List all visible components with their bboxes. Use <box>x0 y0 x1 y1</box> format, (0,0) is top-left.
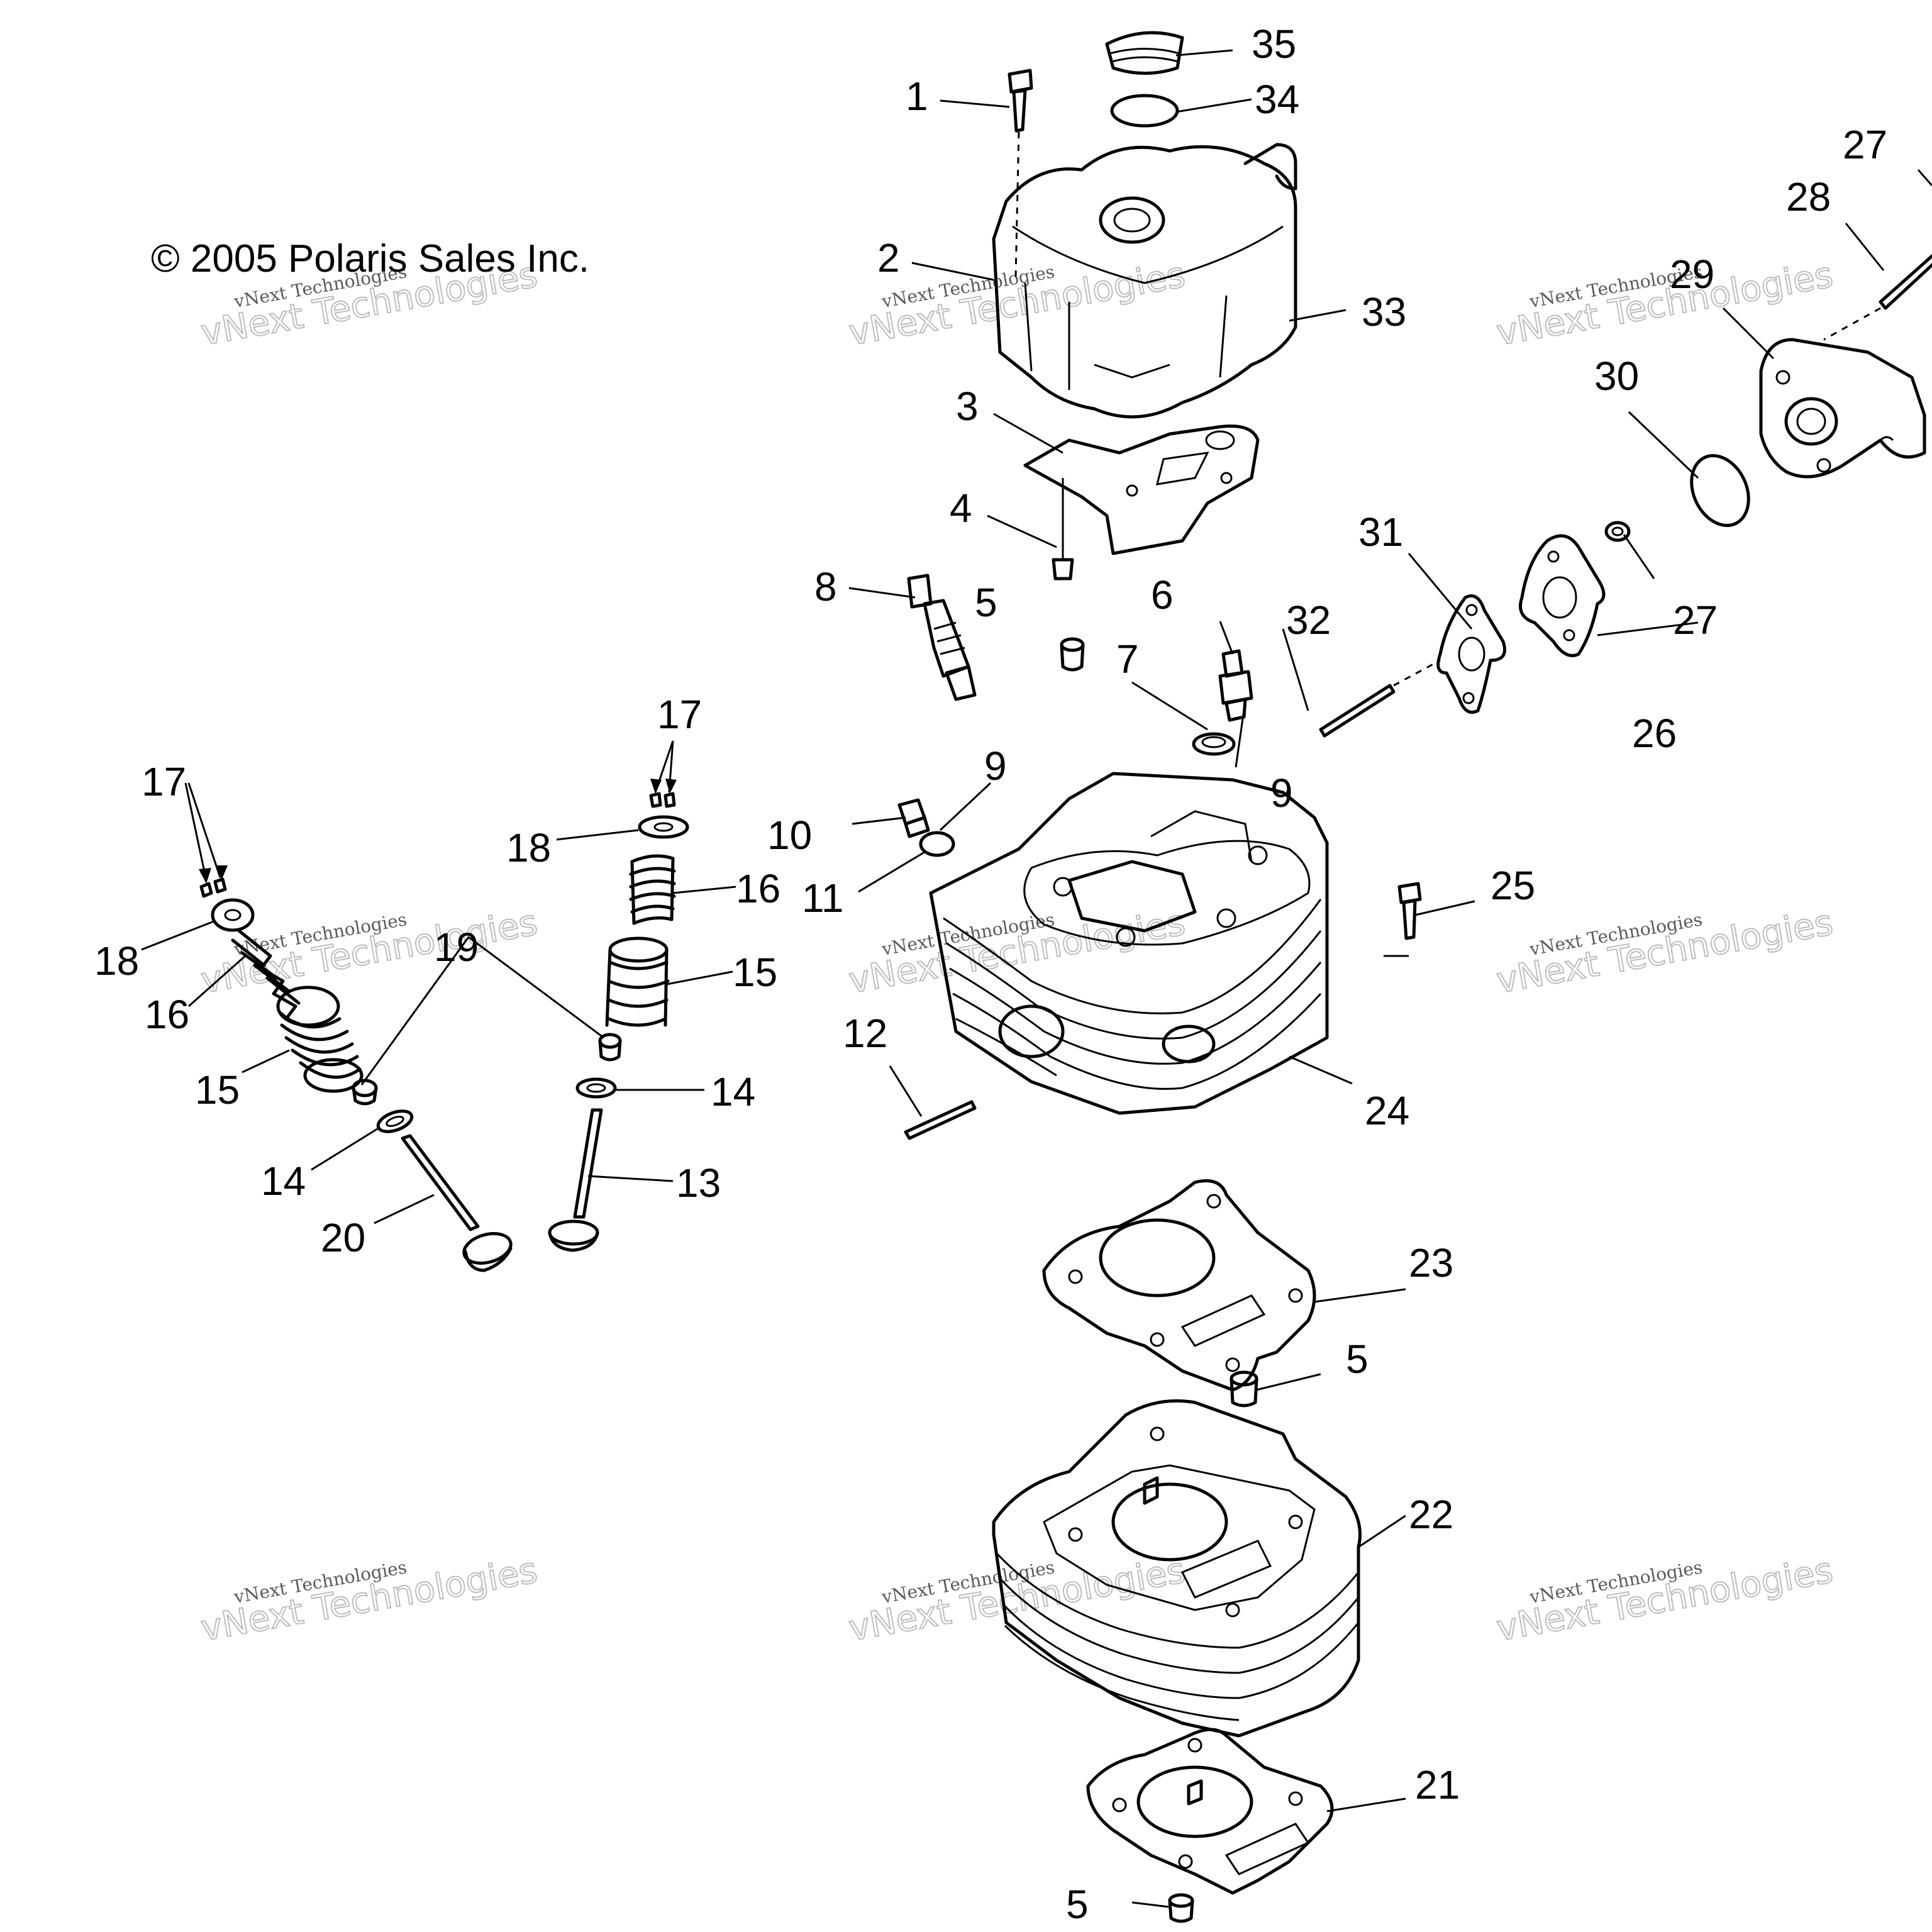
part-intake-valve <box>548 1108 603 1252</box>
watermark: vNext Technologies vNext Technologies <box>1493 1550 1836 1650</box>
part-valve-stem-seal <box>598 1033 622 1062</box>
part-sealing-washer <box>1192 732 1236 756</box>
callout-29: 29 <box>1670 252 1714 297</box>
part-exhaust-valve <box>401 1134 513 1272</box>
part-nut <box>1604 521 1631 542</box>
part-o-ring <box>919 831 955 857</box>
callout-31: 31 <box>1358 509 1403 555</box>
callout-14: 14 <box>711 1069 755 1114</box>
arrowheads <box>199 779 677 884</box>
callout-34: 34 <box>1255 77 1299 122</box>
part-valve-spring-seat <box>575 1077 617 1099</box>
callout-26: 26 <box>1632 711 1677 756</box>
part-spring-retainer <box>211 898 255 932</box>
callout-5: 5 <box>975 580 997 625</box>
callout-1: 1 <box>906 74 928 119</box>
part-fitting <box>1218 649 1253 722</box>
part-head-gasket <box>1042 1179 1316 1392</box>
part-base-gasket <box>1086 1728 1334 1895</box>
callout-17: 17 <box>142 759 186 804</box>
part-bolt <box>1384 882 1422 957</box>
callout-35: 35 <box>1252 21 1296 67</box>
callout-23: 23 <box>1409 1240 1453 1285</box>
callout-30: 30 <box>1594 353 1639 399</box>
callout-15: 15 <box>195 1067 240 1113</box>
callouts: 35 34 1 2 33 3 4 8 5 6 7 9 9 10 11 12 24… <box>94 21 1887 1927</box>
callout-28: 28 <box>1786 174 1831 219</box>
callout-25: 25 <box>1491 863 1535 908</box>
callout-16: 16 <box>145 992 189 1037</box>
callout-24: 24 <box>1365 1088 1409 1133</box>
callout-15: 15 <box>733 950 777 995</box>
callout-11: 11 <box>802 875 843 921</box>
part-stud <box>904 1100 977 1140</box>
watermark: vNext Technologies vNext Technologies <box>1493 902 1836 1002</box>
callout-9: 9 <box>984 743 1007 789</box>
leader-lines <box>141 49 1932 1908</box>
parts <box>199 31 1932 1923</box>
part-valve-keepers <box>649 792 676 808</box>
part-stud <box>1319 659 1441 738</box>
part-stud <box>1823 253 1932 341</box>
callout-18: 18 <box>94 938 139 984</box>
callout-2: 2 <box>877 235 900 280</box>
watermark: vNext Technologies vNext Technologies <box>197 1550 541 1650</box>
callout-27: 27 <box>1673 597 1718 643</box>
part-spark-plug <box>907 574 977 701</box>
callout-20: 20 <box>321 1215 365 1260</box>
callout-6: 6 <box>1151 572 1174 618</box>
callout-3: 3 <box>956 384 979 429</box>
callout-32: 32 <box>1286 597 1331 643</box>
part-cylinder-head <box>929 772 1329 1115</box>
callout-21: 21 <box>1415 1762 1460 1807</box>
callout-10: 10 <box>767 813 812 858</box>
part-intake-pipe <box>1759 338 1926 479</box>
copyright-notice: © 2005 Polaris Sales Inc. <box>151 237 589 280</box>
callout-14: 14 <box>261 1158 306 1204</box>
callout-8: 8 <box>814 564 837 609</box>
callout-5: 5 <box>1346 1336 1368 1382</box>
watermark: vNext Technologies vNext Technologies <box>1493 254 1836 355</box>
part-cover-plate <box>1023 425 1260 555</box>
part-bolt <box>1008 69 1033 277</box>
callout-18: 18 <box>506 825 551 870</box>
callout-5: 5 <box>1066 1882 1089 1927</box>
part-valve-cover <box>992 143 1297 419</box>
callout-4: 4 <box>950 486 972 531</box>
callout-7: 7 <box>1116 636 1139 682</box>
part-cylinder <box>992 1399 1362 1738</box>
part-outer-valve-spring <box>605 936 670 1027</box>
part-outer-valve-spring <box>276 985 364 1093</box>
part-valve-keepers <box>199 877 227 898</box>
part-inner-valve-spring <box>231 929 304 1027</box>
callout-13: 13 <box>676 1160 721 1206</box>
part-valve-spring-seat <box>376 1109 414 1133</box>
part-dowel <box>1230 1370 1258 1407</box>
part-dowel <box>1168 1893 1194 1923</box>
part-screw <box>1052 478 1074 580</box>
part-o-ring <box>1690 454 1750 527</box>
callout-19: 19 <box>434 924 479 970</box>
part-o-ring <box>1110 94 1179 128</box>
part-oil-filler-cap <box>1105 31 1184 75</box>
part-spring-retainer <box>638 815 689 839</box>
callout-16: 16 <box>736 866 780 911</box>
callout-12: 12 <box>843 1011 887 1056</box>
part-gasket <box>1436 594 1506 714</box>
part-valve-stem-seal <box>352 1079 378 1106</box>
callout-9: 9 <box>1270 770 1293 816</box>
callout-22: 22 <box>1409 1492 1453 1537</box>
callout-17: 17 <box>657 692 702 737</box>
part-inner-valve-spring <box>629 854 676 925</box>
callout-33: 33 <box>1362 289 1406 335</box>
part-dowel <box>1060 637 1085 672</box>
callout-27: 27 <box>1843 122 1887 167</box>
part-flange-gasket <box>1519 534 1606 657</box>
